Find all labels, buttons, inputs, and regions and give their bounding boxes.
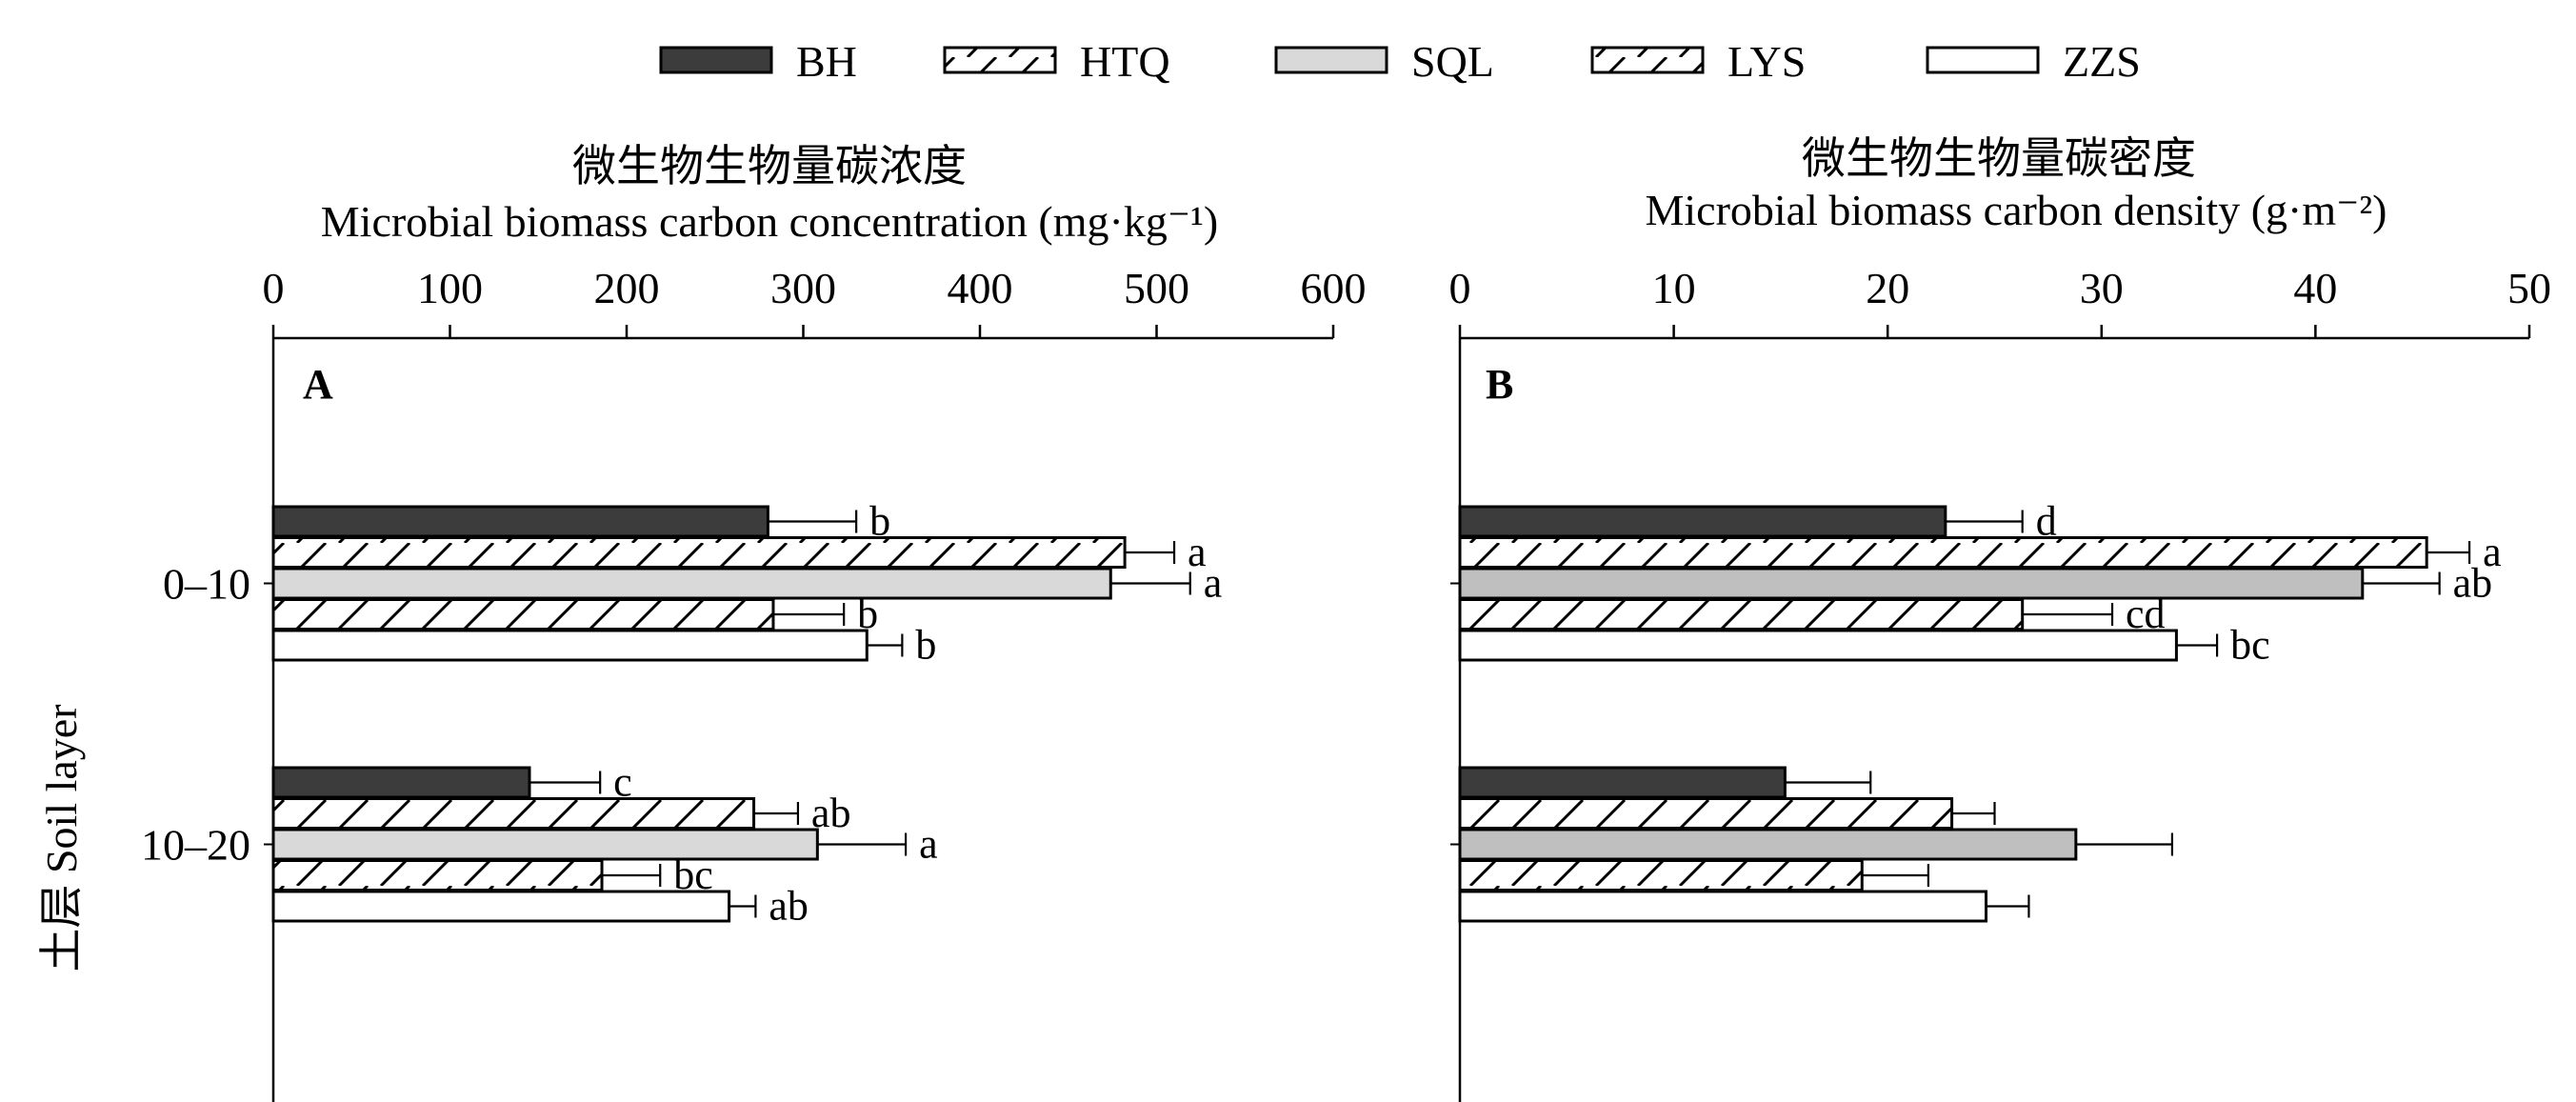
bar-htq-1 [271, 797, 756, 830]
panel-b-ticks: 0 10 20 30 40 50 [1449, 264, 2551, 1102]
significance-letter: bc [2230, 622, 2270, 669]
significance-letter: d [2036, 498, 2057, 545]
x-tick-label: 10 [1652, 264, 1696, 312]
category-label: 0–10 [163, 560, 250, 609]
legend-swatch-zzs [1926, 46, 2040, 74]
significance-letter: c [613, 759, 632, 806]
panel-b-title-cn: 微生物生物量碳密度 [1802, 134, 2196, 183]
panel-b-letter: B [1486, 361, 1513, 408]
bar-htq-0 [1458, 536, 2428, 569]
x-tick-label: 300 [770, 264, 836, 312]
x-tick-label: 100 [417, 264, 483, 312]
x-tick-label: 50 [2507, 264, 2551, 312]
bar-htq-1 [1458, 797, 1954, 830]
panel-a-title-en: Microbial biomass carbon concentration (… [321, 197, 1218, 246]
bar-bh-0 [271, 505, 769, 538]
bar-zzs-0 [1458, 629, 2178, 662]
significance-letter: b [857, 591, 878, 637]
bar-zzs-1 [271, 890, 731, 923]
bar-lys-1 [271, 859, 604, 892]
panel-a-ticks: 0 100 200 300 400 500 600 [263, 264, 1367, 1102]
significance-letter: b [915, 622, 936, 669]
x-tick-label: 500 [1124, 264, 1189, 312]
legend-label-lys: LYS [1727, 37, 1806, 86]
significance-letter: a [919, 821, 938, 868]
x-tick-label: 0 [1449, 264, 1471, 312]
legend-swatch-bh [659, 46, 773, 74]
legend-swatch-sql [1274, 46, 1388, 74]
panel-a-title-cn: 微生物生物量碳浓度 [572, 142, 967, 190]
bar-sql-1 [271, 828, 819, 861]
panel-a-letter: A [303, 361, 333, 408]
legend: BH HTQ SQL LYS ZZS [659, 37, 2141, 86]
bar-lys-0 [1458, 598, 2025, 631]
legend-label-zzs: ZZS [2063, 37, 2141, 86]
significance-letter: ab [2453, 560, 2493, 607]
x-tick-label: 30 [2080, 264, 2124, 312]
bar-bh-0 [1458, 505, 1947, 538]
panel-a: 微生物生物量碳浓度 Microbial biomass carbon conce… [141, 142, 1367, 1102]
bar-lys-0 [271, 598, 775, 631]
legend-swatch-htq [943, 46, 1057, 74]
bar-bh-1 [271, 766, 531, 799]
bar-lys-1 [1458, 859, 1864, 892]
bar-zzs-0 [271, 629, 869, 662]
panel-a-category-labels: 0–10 10–20 [141, 560, 250, 870]
significance-letter: ab [769, 883, 809, 930]
x-tick-label: 0 [263, 264, 285, 312]
legend-label-htq: HTQ [1080, 37, 1170, 86]
bar-zzs-1 [1458, 890, 1988, 923]
bar-sql-0 [271, 567, 1112, 600]
significance-letter: a [2483, 529, 2502, 575]
legend-label-bh: BH [796, 37, 857, 86]
significance-letter: a [1188, 529, 1207, 575]
x-tick-label: 600 [1301, 264, 1367, 312]
bar-htq-0 [271, 536, 1127, 569]
x-tick-label: 40 [2293, 264, 2337, 312]
panel-b: 微生物生物量碳密度 Microbial biomass carbon densi… [1449, 134, 2551, 1102]
bar-bh-1 [1458, 766, 1787, 799]
x-tick-label: 20 [1866, 264, 1909, 312]
bar-sql-0 [1458, 567, 2365, 600]
significance-letter: a [1204, 560, 1223, 607]
y-axis-label: 土层 Soil layer [37, 704, 86, 972]
x-tick-label: 400 [948, 264, 1013, 312]
panel-b-title-en: Microbial biomass carbon density (g·m⁻²) [1645, 186, 2386, 234]
legend-swatch-lys [1590, 46, 1705, 74]
legend-label-sql: SQL [1411, 37, 1494, 86]
bar-sql-1 [1458, 828, 2078, 861]
significance-letter: b [869, 498, 890, 545]
x-tick-label: 200 [594, 264, 660, 312]
category-label: 10–20 [141, 821, 250, 870]
